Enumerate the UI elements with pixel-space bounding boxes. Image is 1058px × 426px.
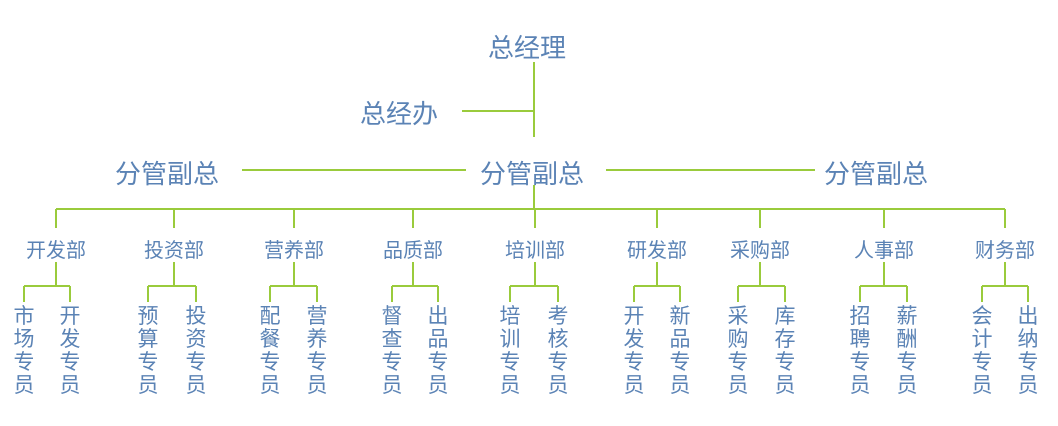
staff-2-1: 预算专员 xyxy=(137,304,159,397)
department-5: 培训部 xyxy=(505,238,565,262)
staff-7-1: 采购专员 xyxy=(727,304,749,397)
staff-9-2: 出纳专员 xyxy=(1017,304,1039,397)
department-4: 品质部 xyxy=(383,238,443,262)
staff-9-1: 会计专员 xyxy=(971,304,993,397)
department-9: 财务部 xyxy=(975,238,1035,262)
deputy-manager-right: 分管副总 xyxy=(824,160,929,190)
staff-7-2: 库存专员 xyxy=(774,304,796,397)
department-6: 研发部 xyxy=(627,238,687,262)
department-1: 开发部 xyxy=(26,238,86,262)
staff-6-1: 开发专员 xyxy=(623,304,645,397)
staff-4-2: 出品专员 xyxy=(427,304,449,397)
deputy-manager-center: 分管副总 xyxy=(480,160,585,190)
staff-2-2: 投资专员 xyxy=(185,304,207,397)
staff-5-1: 培训专员 xyxy=(499,304,521,397)
staff-1-2: 开发专员 xyxy=(59,304,81,397)
staff-1-1: 市场专员 xyxy=(13,304,35,397)
staff-3-2: 营养专员 xyxy=(306,304,328,397)
department-2: 投资部 xyxy=(144,238,204,262)
department-7: 采购部 xyxy=(730,238,790,262)
staff-6-2: 新品专员 xyxy=(669,304,691,397)
department-8: 人事部 xyxy=(854,238,914,262)
department-3: 营养部 xyxy=(264,238,324,262)
deputy-manager-left: 分管副总 xyxy=(115,160,220,190)
staff-4-1: 督查专员 xyxy=(381,304,403,397)
general-office: 总经办 xyxy=(360,100,439,130)
staff-3-1: 配餐专员 xyxy=(259,304,281,397)
general-manager: 总经理 xyxy=(488,34,567,64)
staff-8-2: 薪酬专员 xyxy=(896,304,918,397)
staff-5-2: 考核专员 xyxy=(547,304,569,397)
staff-8-1: 招聘专员 xyxy=(849,304,871,397)
